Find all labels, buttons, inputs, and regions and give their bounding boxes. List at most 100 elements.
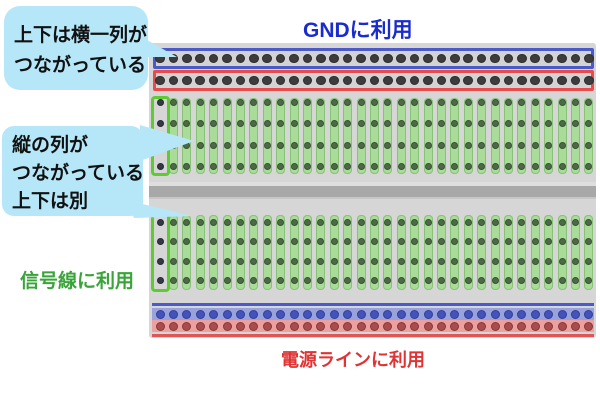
hole [370, 120, 378, 127]
speech-bubble-top: 上下は横一列が つながっている [4, 6, 148, 90]
hole [317, 258, 325, 266]
speech-bubble-left-line-2: つながっている [12, 163, 145, 184]
hole [451, 98, 459, 106]
hole [357, 219, 365, 227]
power-band-red [152, 320, 594, 332]
hole [303, 163, 311, 170]
hole [558, 120, 566, 127]
hole [156, 258, 164, 266]
hole [451, 120, 459, 127]
column-bar [195, 98, 205, 174]
hole [543, 53, 554, 64]
hole [344, 120, 352, 127]
column-bar [557, 215, 567, 290]
hole [168, 75, 179, 86]
hole [210, 120, 218, 127]
hole [397, 98, 405, 106]
hole [477, 309, 487, 319]
hole [369, 75, 380, 86]
hole [397, 238, 405, 246]
hole [424, 258, 432, 266]
hole [156, 277, 164, 285]
hole [571, 238, 579, 246]
hole [236, 219, 244, 227]
column-bar [356, 98, 366, 174]
hole [490, 321, 500, 331]
hole [316, 309, 326, 319]
hole [518, 120, 526, 127]
hole [463, 75, 473, 86]
hole [503, 75, 514, 86]
hole [263, 141, 271, 149]
column-bar [235, 98, 245, 174]
hole [451, 258, 459, 266]
hole [464, 238, 472, 246]
hole [236, 98, 244, 106]
hole [557, 75, 567, 86]
hole [557, 309, 567, 319]
hole [344, 277, 352, 285]
hole [585, 120, 593, 127]
hole [329, 53, 339, 64]
hole [370, 163, 378, 170]
hole [169, 120, 177, 127]
hole [183, 219, 191, 227]
hole [397, 141, 405, 149]
hole [383, 53, 393, 64]
hole [330, 277, 338, 285]
hole [289, 53, 299, 64]
hole [289, 321, 299, 331]
hole [250, 219, 258, 227]
hole [450, 321, 460, 331]
hole [571, 277, 579, 285]
hole [584, 53, 594, 64]
column-bar [182, 98, 192, 174]
speech-bubble-left-tail-upper [140, 125, 194, 161]
hole [423, 321, 433, 331]
hole [383, 321, 393, 331]
hole [558, 277, 566, 285]
hole [210, 219, 218, 227]
hole [490, 309, 500, 319]
hole [169, 238, 177, 246]
hole [250, 258, 258, 266]
hole [436, 53, 447, 64]
hole [531, 120, 539, 127]
hole [370, 258, 378, 266]
hole [424, 163, 432, 170]
hole [544, 321, 554, 331]
hole [570, 309, 580, 319]
hole [518, 163, 526, 170]
hole [236, 163, 244, 170]
hole [330, 120, 338, 127]
hole [491, 163, 499, 170]
hole [183, 120, 191, 127]
hole [277, 238, 285, 246]
hole [518, 238, 526, 246]
hole [169, 258, 177, 266]
hole [504, 219, 512, 227]
hole [411, 258, 419, 266]
column-bar [584, 98, 594, 174]
hole [250, 120, 258, 127]
hole [222, 309, 232, 319]
hole [571, 141, 579, 149]
hole [464, 163, 472, 170]
hole [411, 219, 419, 227]
column-bar [262, 98, 272, 174]
hole [182, 321, 192, 331]
column-bar [396, 98, 406, 174]
power-rail-blue-line [152, 303, 594, 306]
hole [423, 309, 433, 319]
column-bar [209, 215, 219, 290]
hole [571, 258, 579, 266]
hole [397, 219, 405, 227]
hole [303, 120, 311, 127]
hole [384, 98, 392, 106]
hole [437, 98, 445, 106]
hole [370, 98, 378, 106]
hole [169, 98, 177, 106]
hole [517, 321, 527, 331]
hole [491, 258, 499, 266]
hole [222, 321, 232, 331]
